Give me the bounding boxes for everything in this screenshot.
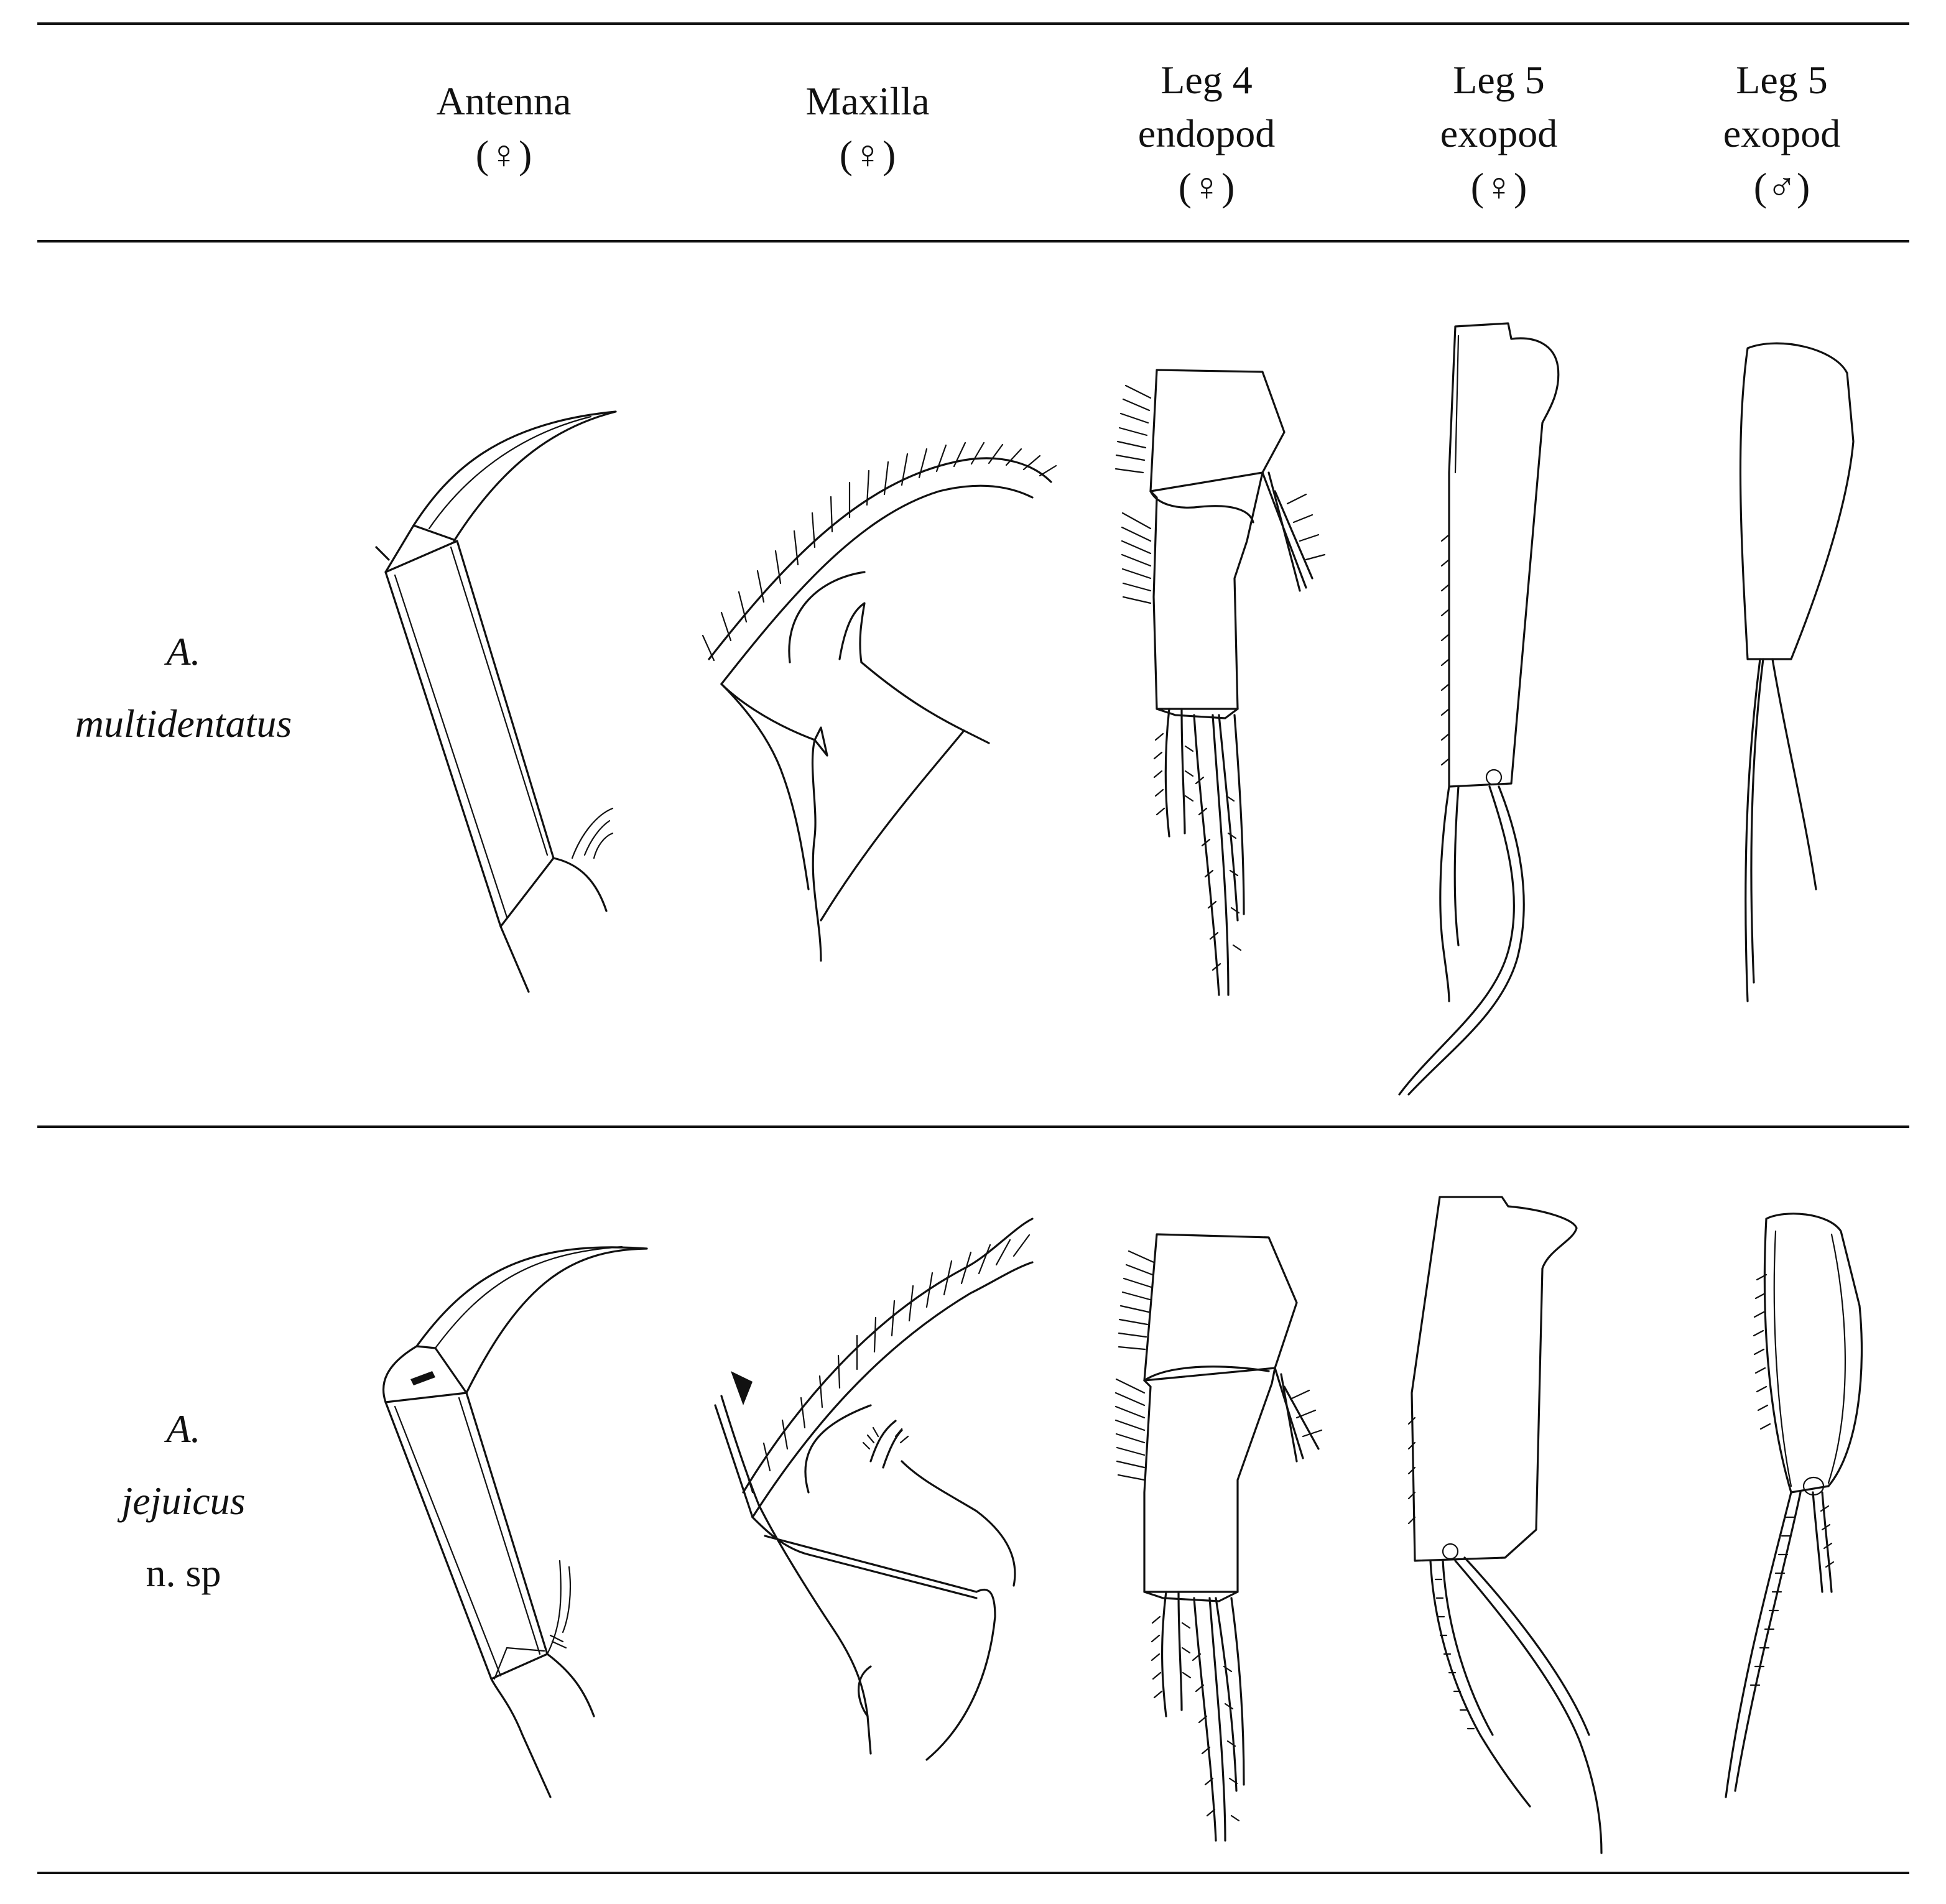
column-header-sex: (♀) bbox=[475, 132, 532, 177]
column-header-sex: (♂) bbox=[1753, 165, 1810, 209]
arrowhead-marker-icon bbox=[731, 1371, 753, 1405]
antenna-drawing-jejuicus bbox=[382, 1245, 648, 1798]
column-header-sex: (♀) bbox=[1178, 165, 1235, 209]
column-header-line: Leg 5 bbox=[1453, 58, 1545, 102]
leg5-exopod-male-drawing-jejuicus bbox=[1725, 1213, 1863, 1798]
leg5-exopod-female-drawing-jejuicus bbox=[1407, 1196, 1603, 1854]
column-header-leg4-endopod: Leg 4 endopod (♀) bbox=[1070, 53, 1343, 214]
leg5-exopod-female-drawing-multidentatus bbox=[1398, 322, 1560, 1096]
antenna-drawing-multidentatus bbox=[375, 410, 617, 993]
top-rule bbox=[37, 22, 1909, 25]
bottom-rule bbox=[37, 1872, 1909, 1874]
maxilla-drawing-multidentatus bbox=[702, 441, 1057, 962]
column-header-leg5-exopod-female: Leg 5 exopod (♀) bbox=[1362, 53, 1636, 214]
column-header-line: exopod bbox=[1723, 111, 1841, 155]
column-header-maxilla: Maxilla (♀) bbox=[731, 75, 1004, 182]
column-header-line: exopod bbox=[1440, 111, 1558, 155]
species-label: jejuicus bbox=[121, 1479, 246, 1523]
genus-label: A. bbox=[166, 629, 201, 673]
leg5-exopod-male-drawing-multidentatus bbox=[1739, 342, 1855, 1002]
column-header-line: Leg 5 bbox=[1736, 58, 1828, 102]
header-rule bbox=[37, 240, 1909, 243]
row-divider-rule bbox=[37, 1125, 1909, 1128]
column-header-line: Leg 4 bbox=[1161, 58, 1253, 102]
leg4-endopod-drawing-multidentatus bbox=[1114, 369, 1326, 996]
column-header-antenna: Antenna (♀) bbox=[367, 75, 641, 182]
column-header-sex: (♀) bbox=[839, 132, 896, 177]
new-species-label: n. sp bbox=[146, 1551, 221, 1595]
row-label-multidentatus: A. multidentatus bbox=[40, 616, 327, 760]
column-header-sex: (♀) bbox=[1470, 165, 1527, 209]
leg4-endopod-drawing-jejuicus bbox=[1114, 1233, 1323, 1842]
row-label-jejuicus: A. jejuicus n. sp bbox=[40, 1393, 327, 1609]
column-header-line: endopod bbox=[1137, 111, 1276, 155]
genus-label: A. bbox=[166, 1407, 201, 1451]
maxilla-drawing-jejuicus bbox=[714, 1218, 1034, 1761]
column-header-line: Antenna bbox=[436, 79, 572, 123]
column-header-line: Maxilla bbox=[805, 79, 930, 123]
species-label: multidentatus bbox=[75, 701, 292, 746]
column-header-leg5-exopod-male: Leg 5 exopod (♂) bbox=[1645, 53, 1919, 214]
